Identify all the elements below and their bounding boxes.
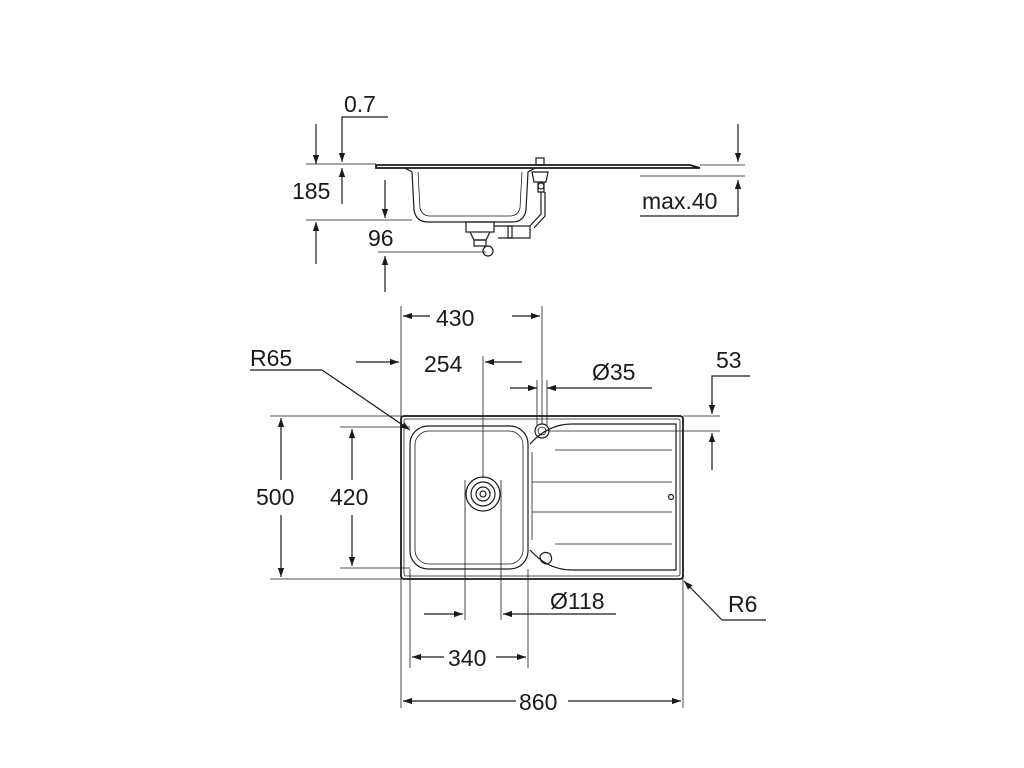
dim-drain-offset-label: 254 xyxy=(424,351,463,377)
dim-overall-width-label: 860 xyxy=(519,689,557,715)
dim-overall-depth-label: 500 xyxy=(256,484,294,510)
side-view-top-plate xyxy=(375,164,701,169)
dim-waste-diameter-label: Ø118 xyxy=(550,588,605,614)
dim-waste-depth-label: 96 xyxy=(368,225,394,251)
dim-outer-radius-label: R6 xyxy=(728,591,757,617)
dim-depth-label: 185 xyxy=(292,178,330,204)
dim-corner-radius-label: R65 xyxy=(250,345,292,371)
dim-tap-hole-label: Ø35 xyxy=(592,359,635,385)
side-view-overflow xyxy=(529,157,549,229)
side-view-waste-outlet xyxy=(465,221,531,257)
drain-icon xyxy=(465,476,501,512)
sink-bowl xyxy=(409,425,529,570)
sink-outline xyxy=(400,415,684,580)
dim-thickness-label: 0.7 xyxy=(344,91,376,117)
overflow-icon xyxy=(539,551,553,565)
dim-bowl-width-label: 430 xyxy=(436,305,474,331)
drainer-area xyxy=(529,423,677,571)
dim-bowl-offset-label: 340 xyxy=(448,645,486,671)
dim-0-7-leader xyxy=(341,116,388,155)
side-view-bowl xyxy=(404,167,536,223)
dim-bowl-depth-label: 420 xyxy=(330,484,368,510)
dim-worktop-label: max.40 xyxy=(642,188,717,214)
side-view: 0.7 185 96 max.40 xyxy=(292,91,745,292)
top-view: 430 254 R65 Ø35 53 500 420 Ø118 xyxy=(250,305,766,715)
side-view-bowl-inner xyxy=(417,171,523,217)
dim-tap-hole-offset-label: 53 xyxy=(716,347,742,373)
